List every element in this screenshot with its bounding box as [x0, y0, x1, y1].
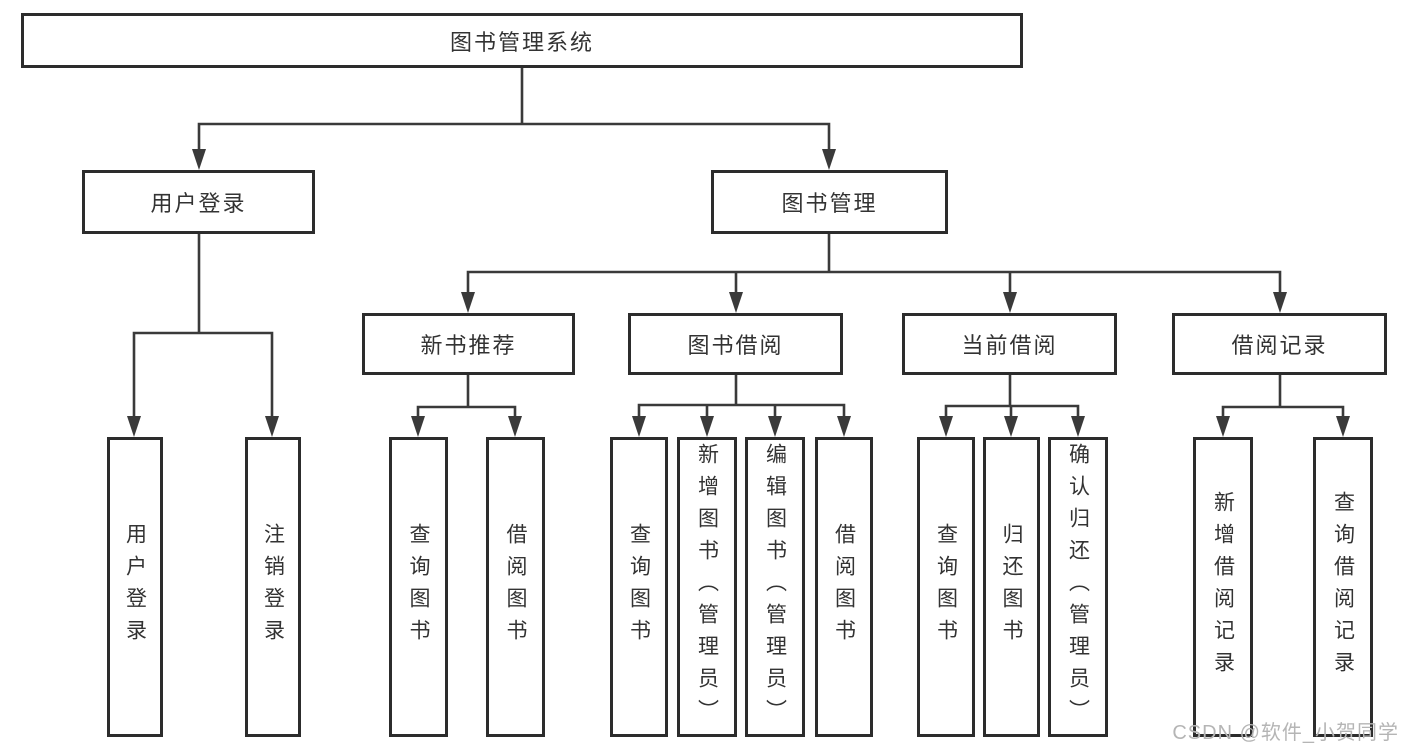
arrowhead-icon: [1273, 292, 1287, 313]
leaf-user-login-label: 用户登录: [123, 523, 147, 651]
arrowhead-icon: [1071, 416, 1085, 437]
node-book-management-label: 图书管理: [781, 191, 878, 216]
node-borrowing-records: 借阅记录: [1172, 313, 1387, 375]
arrowhead-icon: [837, 416, 851, 437]
leaf-confirm-return-admin-label: 确认归还（管理员）: [1066, 443, 1090, 731]
leaf-confirm-return-admin: 确认归还（管理员）: [1048, 437, 1108, 737]
node-user-login-branch: 用户登录: [82, 170, 315, 234]
node-new-book-recommend: 新书推荐: [362, 313, 575, 375]
leaf-add-book-admin: 新增图书（管理员）: [677, 437, 737, 737]
node-root: 图书管理系统: [21, 13, 1023, 68]
leaf-query-borrow-record: 查询借阅记录: [1313, 437, 1373, 737]
arrowhead-icon: [939, 416, 953, 437]
arrowhead-icon: [1003, 292, 1017, 313]
arrowhead-icon: [461, 292, 475, 313]
leaf-query-books-borrowing: 查询图书: [610, 437, 668, 737]
arrowhead-icon: [729, 292, 743, 313]
leaf-user-login: 用户登录: [107, 437, 163, 737]
leaf-borrow-books-recommend: 借阅图书: [486, 437, 545, 737]
arrowhead-icon: [127, 416, 141, 437]
node-book-management: 图书管理: [711, 170, 948, 234]
arrowhead-icon: [1336, 416, 1350, 437]
watermark: CSDN @软件_小贺同学: [1172, 722, 1399, 744]
leaf-edit-book-admin: 编辑图书（管理员）: [745, 437, 805, 737]
leaf-return-books-label: 归还图书: [1000, 523, 1023, 651]
leaf-query-books-borrowing-label: 查询图书: [627, 523, 651, 651]
leaf-query-borrow-record-label: 查询借阅记录: [1331, 491, 1355, 683]
leaf-add-borrow-record: 新增借阅记录: [1193, 437, 1253, 737]
leaf-query-books-current: 查询图书: [917, 437, 975, 737]
arrowhead-icon: [508, 416, 522, 437]
leaf-borrow-books-recommend-label: 借阅图书: [504, 523, 527, 651]
leaf-query-books-current-label: 查询图书: [934, 523, 958, 651]
arrowhead-icon: [700, 416, 714, 437]
node-book-borrowing: 图书借阅: [628, 313, 843, 375]
leaf-return-books: 归还图书: [983, 437, 1040, 737]
node-book-borrowing-label: 图书借阅: [687, 333, 784, 358]
leaf-logout-label: 注销登录: [261, 523, 285, 651]
arrowhead-icon: [632, 416, 646, 437]
node-borrowing-records-label: 借阅记录: [1231, 333, 1328, 358]
leaf-borrow-books-borrowing: 借阅图书: [815, 437, 873, 737]
node-current-borrowing-label: 当前借阅: [961, 333, 1058, 358]
leaf-logout: 注销登录: [245, 437, 301, 737]
arrowhead-icon: [192, 149, 206, 170]
leaf-add-book-admin-label: 新增图书（管理员）: [695, 443, 719, 731]
arrowhead-icon: [265, 416, 279, 437]
leaf-query-books-recommend: 查询图书: [389, 437, 448, 737]
node-user-login-branch-label: 用户登录: [150, 191, 247, 216]
node-root-label: 图书管理系统: [449, 29, 594, 55]
connector-path: [132, 66, 1345, 423]
arrowhead-icon: [1004, 416, 1018, 437]
arrowhead-icon: [768, 416, 782, 437]
node-new-book-recommend-label: 新书推荐: [420, 333, 517, 358]
leaf-query-books-recommend-label: 查询图书: [407, 523, 430, 651]
arrowhead-icon: [822, 149, 836, 170]
arrowhead-icons: [127, 149, 1350, 437]
arrowhead-icon: [411, 416, 425, 437]
leaf-add-borrow-record-label: 新增借阅记录: [1211, 491, 1235, 683]
arrowhead-icon: [1216, 416, 1230, 437]
node-current-borrowing: 当前借阅: [902, 313, 1117, 375]
leaf-edit-book-admin-label: 编辑图书（管理员）: [763, 443, 787, 731]
leaf-borrow-books-borrowing-label: 借阅图书: [832, 523, 856, 651]
